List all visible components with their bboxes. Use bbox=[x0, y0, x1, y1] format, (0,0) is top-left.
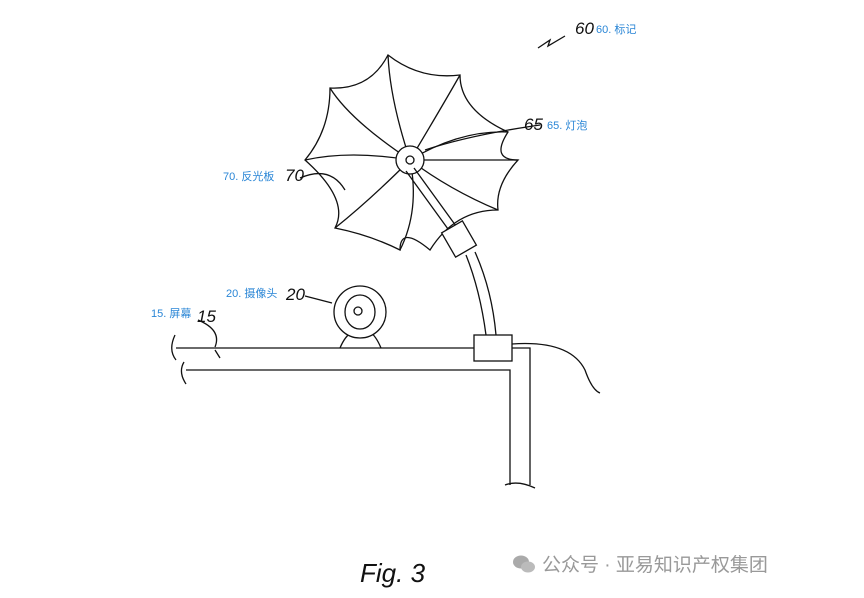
bulb bbox=[395, 145, 425, 175]
ref-num-15: 15 bbox=[197, 307, 216, 326]
label-camera: 20. 摄像头 bbox=[226, 288, 278, 300]
ref-num-65: 65 bbox=[524, 115, 543, 134]
label-marker: 60. 标记 bbox=[596, 24, 637, 36]
gooseneck bbox=[465, 251, 497, 336]
watermark: 公众号 · 亚易知识产权集团 bbox=[512, 550, 768, 577]
camera bbox=[333, 285, 387, 339]
ref-num-70: 70 bbox=[285, 166, 304, 185]
label-reflector: 70. 反光板 bbox=[223, 171, 275, 183]
coupling bbox=[440, 219, 478, 259]
label-bulb: 65. 灯泡 bbox=[547, 120, 588, 132]
wechat-icon bbox=[513, 555, 535, 572]
label-screen: 15. 屏幕 bbox=[151, 308, 192, 320]
watermark-text: 公众号 · 亚易知识产权集团 bbox=[542, 555, 768, 576]
ref-num-20: 20 bbox=[286, 285, 305, 304]
ref-num-60: 60 bbox=[575, 19, 594, 38]
clamp bbox=[473, 334, 513, 362]
figure-caption: Fig. 3 bbox=[360, 558, 426, 588]
